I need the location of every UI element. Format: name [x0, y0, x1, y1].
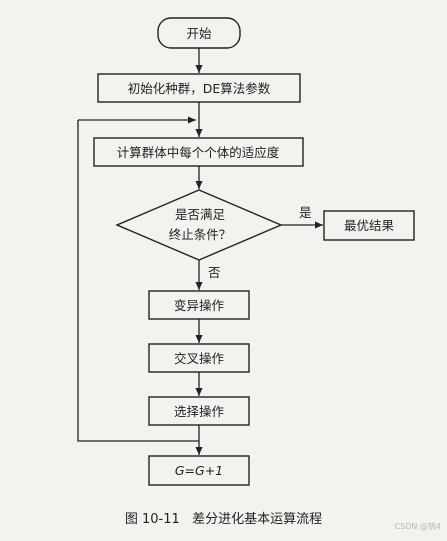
node-increment-label: G=G+1: [175, 463, 223, 478]
node-decision-label-line1: 是否满足: [175, 207, 226, 222]
watermark: CSDN @锦4: [394, 522, 441, 531]
node-init-label: 初始化种群，DE算法参数: [128, 81, 271, 96]
node-mutation: 变异操作: [148, 290, 250, 320]
node-crossover-label: 交叉操作: [174, 351, 225, 366]
node-crossover: 交叉操作: [148, 343, 250, 373]
edge-no-label: 否: [208, 265, 221, 280]
node-start-label: 开始: [186, 26, 212, 41]
node-best: 最优结果: [323, 210, 415, 241]
node-start: 开始: [157, 17, 241, 49]
node-mutation-label: 变异操作: [174, 298, 225, 313]
figure-caption: 图 10-11 差分进化基本运算流程: [0, 508, 447, 527]
node-best-label: 最优结果: [344, 218, 395, 233]
node-fitness-label: 计算群体中每个个体的适应度: [117, 145, 280, 160]
node-increment: G=G+1: [148, 455, 250, 486]
node-selection-label: 选择操作: [174, 404, 225, 419]
figure-caption-label: 图 10-11: [124, 512, 180, 527]
figure-caption-title: 差分进化基本运算流程: [192, 512, 323, 527]
node-selection: 选择操作: [148, 396, 250, 426]
node-decision-label-line2: 终止条件？: [169, 227, 232, 242]
node-decision: 是否满足 终止条件？: [115, 189, 283, 261]
edge-yes-label: 是: [299, 205, 312, 220]
node-fitness: 计算群体中每个个体的适应度: [93, 137, 304, 167]
edge-loop-back: [77, 120, 199, 442]
node-init: 初始化种群，DE算法参数: [97, 73, 301, 103]
